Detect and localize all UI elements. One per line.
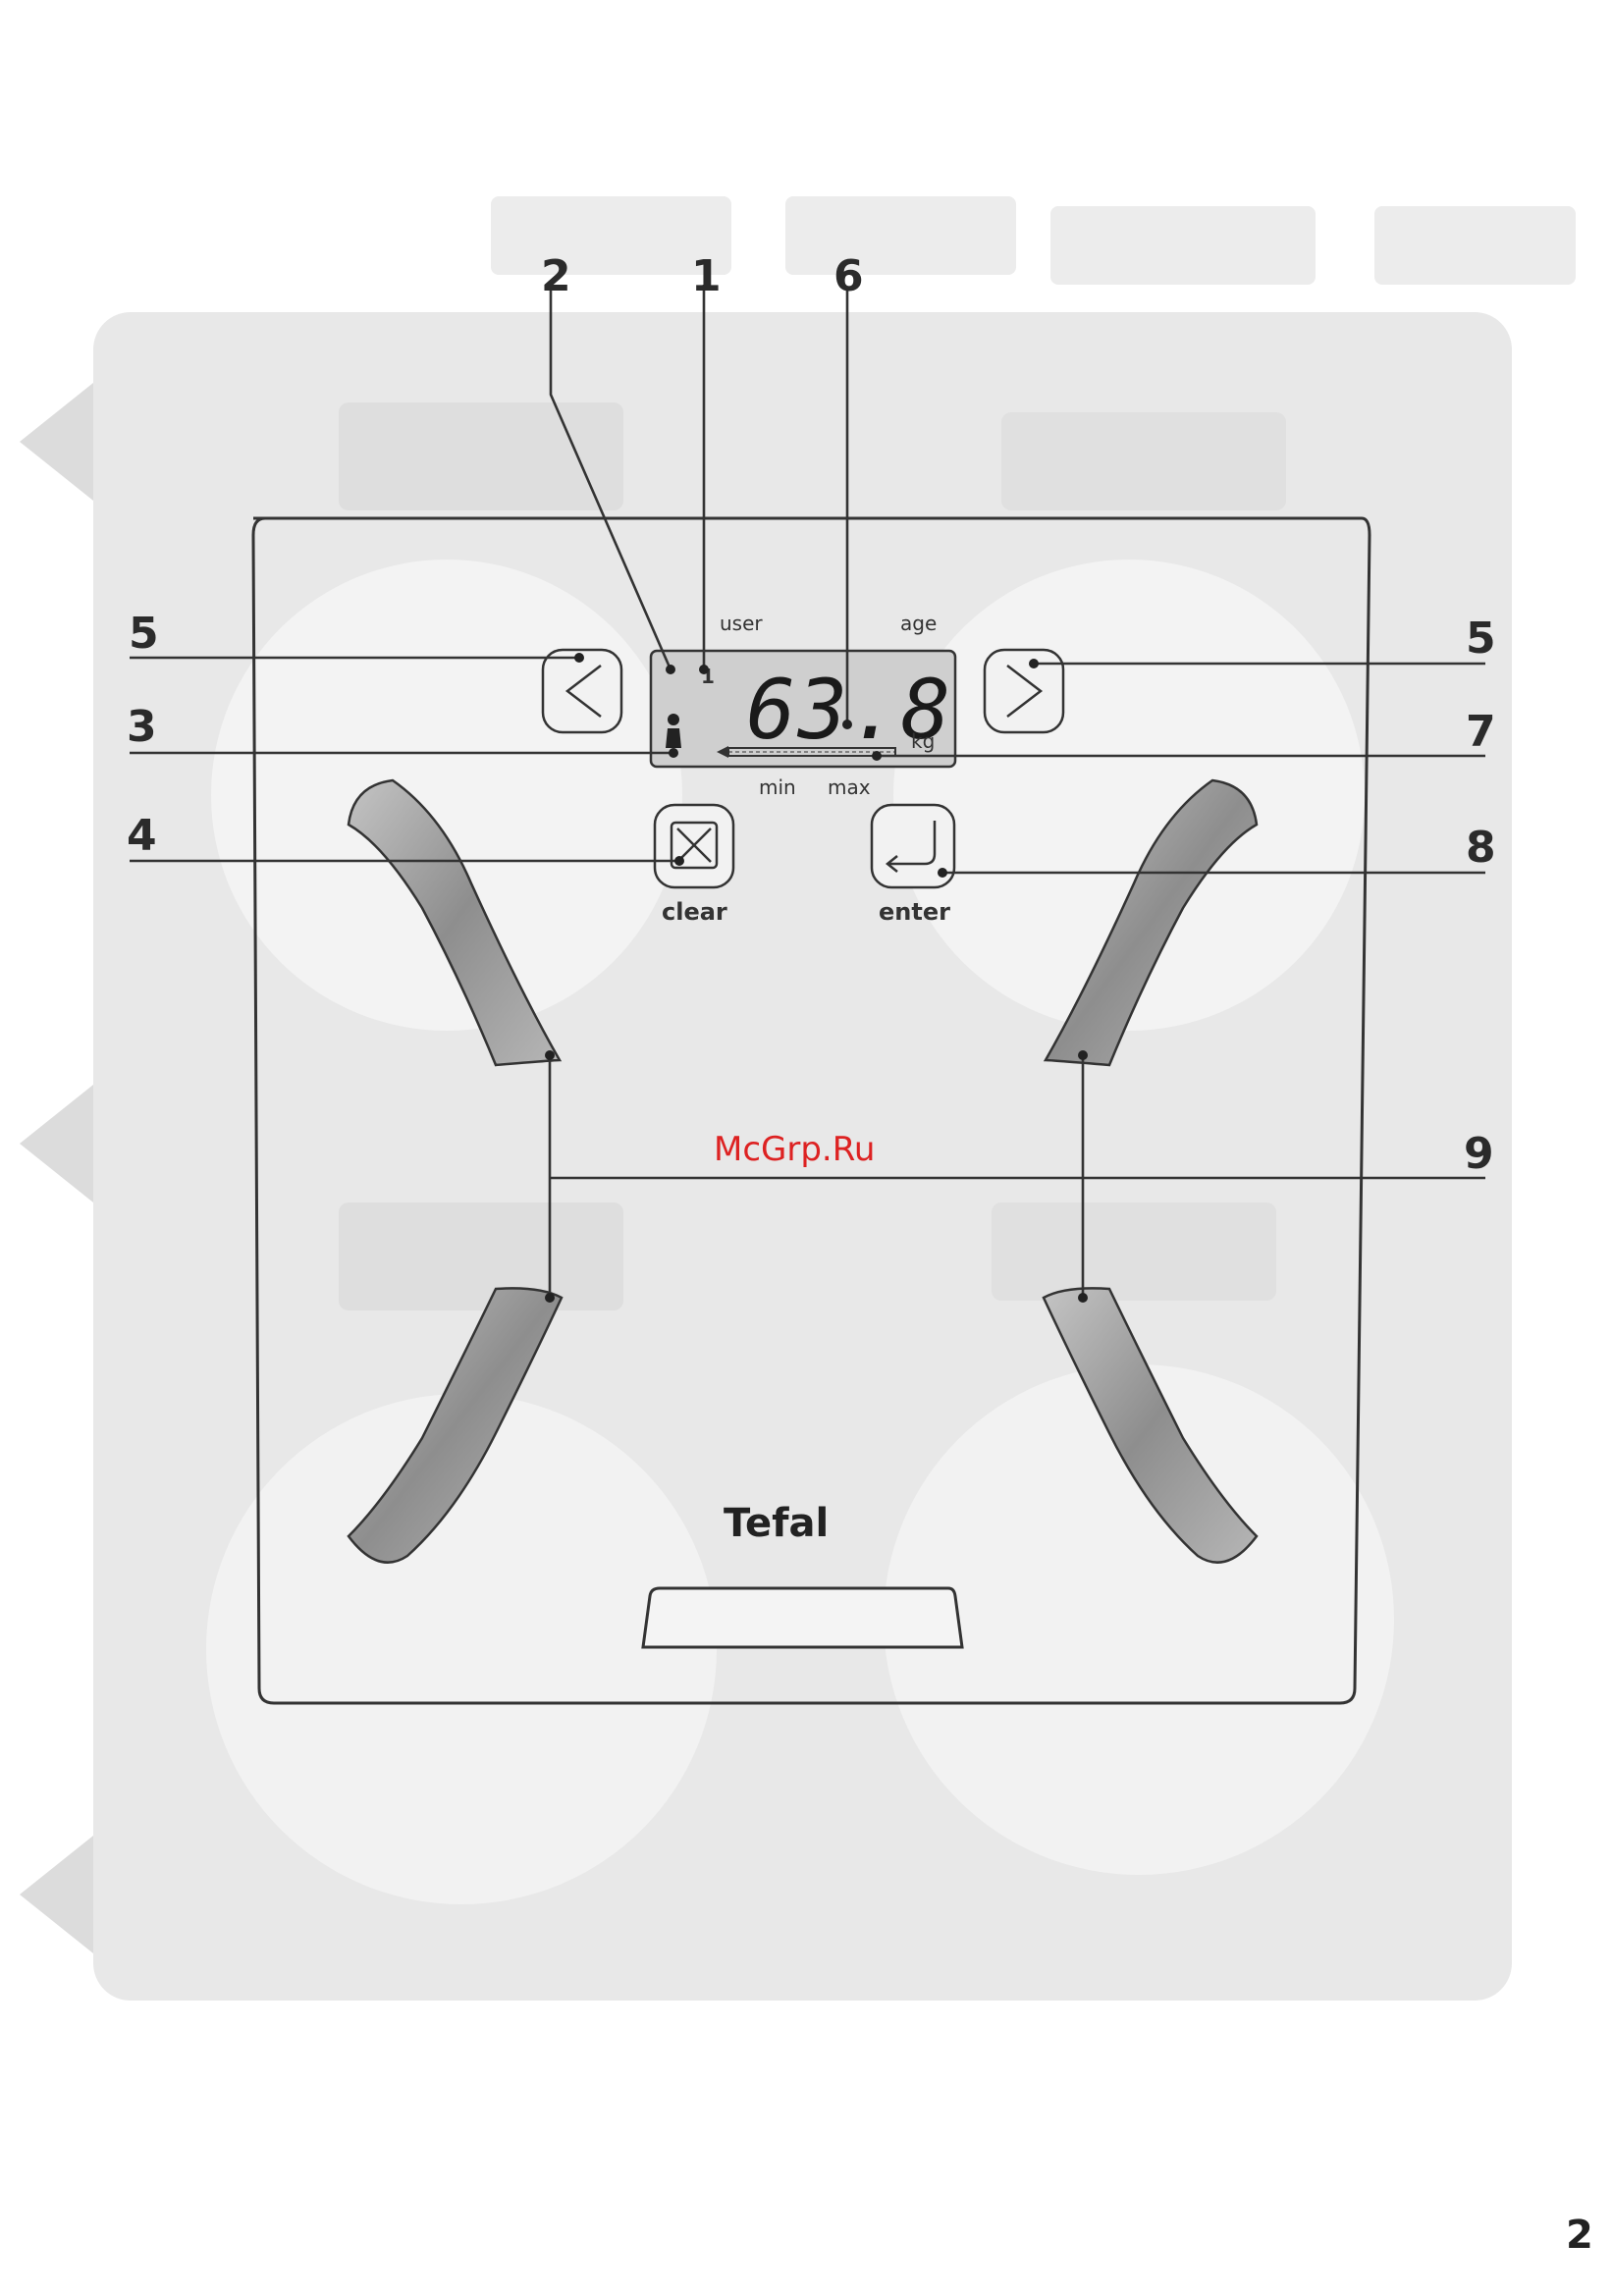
faded-arrow-2 — [20, 1085, 93, 1202]
callout-2: 2 — [541, 251, 571, 301]
faded-top-display-4 — [1374, 206, 1576, 285]
enter-button[interactable] — [870, 803, 956, 889]
faded-circle-bottom-right — [884, 1364, 1394, 1875]
faded-top-display-3 — [1050, 206, 1316, 285]
callout-9: 9 — [1464, 1129, 1494, 1179]
electrode-bottom-right — [1042, 1287, 1259, 1564]
clear-button[interactable] — [653, 803, 735, 889]
left-arrow-button[interactable] — [541, 648, 623, 734]
chevron-left-icon — [564, 665, 602, 718]
faded-circle-bottom-left — [206, 1394, 717, 1904]
faded-lcd-2 — [1001, 412, 1286, 510]
brand-logo: Tefal — [724, 1501, 829, 1546]
max-label: max — [828, 775, 871, 799]
scale-outline — [251, 516, 1371, 1705]
electrode-top-right — [1043, 778, 1259, 1067]
person-icon — [666, 714, 681, 748]
watermark: McGrp.Ru — [714, 1130, 875, 1169]
faded-lcd-1 — [339, 402, 623, 510]
faded-lcd-3 — [339, 1202, 623, 1310]
electrode-top-left — [347, 778, 563, 1067]
callout-8: 8 — [1466, 823, 1496, 873]
close-icon — [670, 821, 719, 870]
min-max-gauge — [717, 746, 896, 758]
enter-label: enter — [879, 898, 950, 926]
unit-label: kg — [911, 729, 935, 753]
user-label: user — [720, 612, 763, 635]
enter-arrow-icon — [889, 821, 937, 866]
callout-6: 6 — [833, 251, 864, 301]
min-label: min — [759, 775, 796, 799]
callout-7: 7 — [1466, 707, 1496, 757]
clear-label: clear — [662, 898, 727, 926]
chevron-right-icon — [1006, 665, 1044, 718]
faded-arrow-1 — [20, 383, 93, 501]
page-number: 2 — [1566, 2213, 1593, 2258]
electrode-bottom-left — [347, 1287, 564, 1564]
right-arrow-button[interactable] — [983, 648, 1065, 734]
callout-1: 1 — [691, 251, 722, 301]
faded-circle-top-left — [211, 560, 682, 1031]
faded-arrow-3 — [20, 1836, 93, 1953]
lcd-frame — [649, 649, 957, 769]
leader-lines — [130, 285, 1485, 1303]
callout-5-left: 5 — [129, 609, 159, 659]
faded-top-display-1 — [491, 196, 731, 275]
faded-lcd-4 — [992, 1202, 1276, 1301]
faded-top-display-2 — [785, 196, 1016, 275]
age-label: age — [900, 612, 937, 635]
carry-handle — [641, 1586, 964, 1649]
callout-5-right: 5 — [1466, 614, 1496, 664]
callout-4: 4 — [127, 811, 157, 861]
callout-3: 3 — [127, 702, 157, 752]
